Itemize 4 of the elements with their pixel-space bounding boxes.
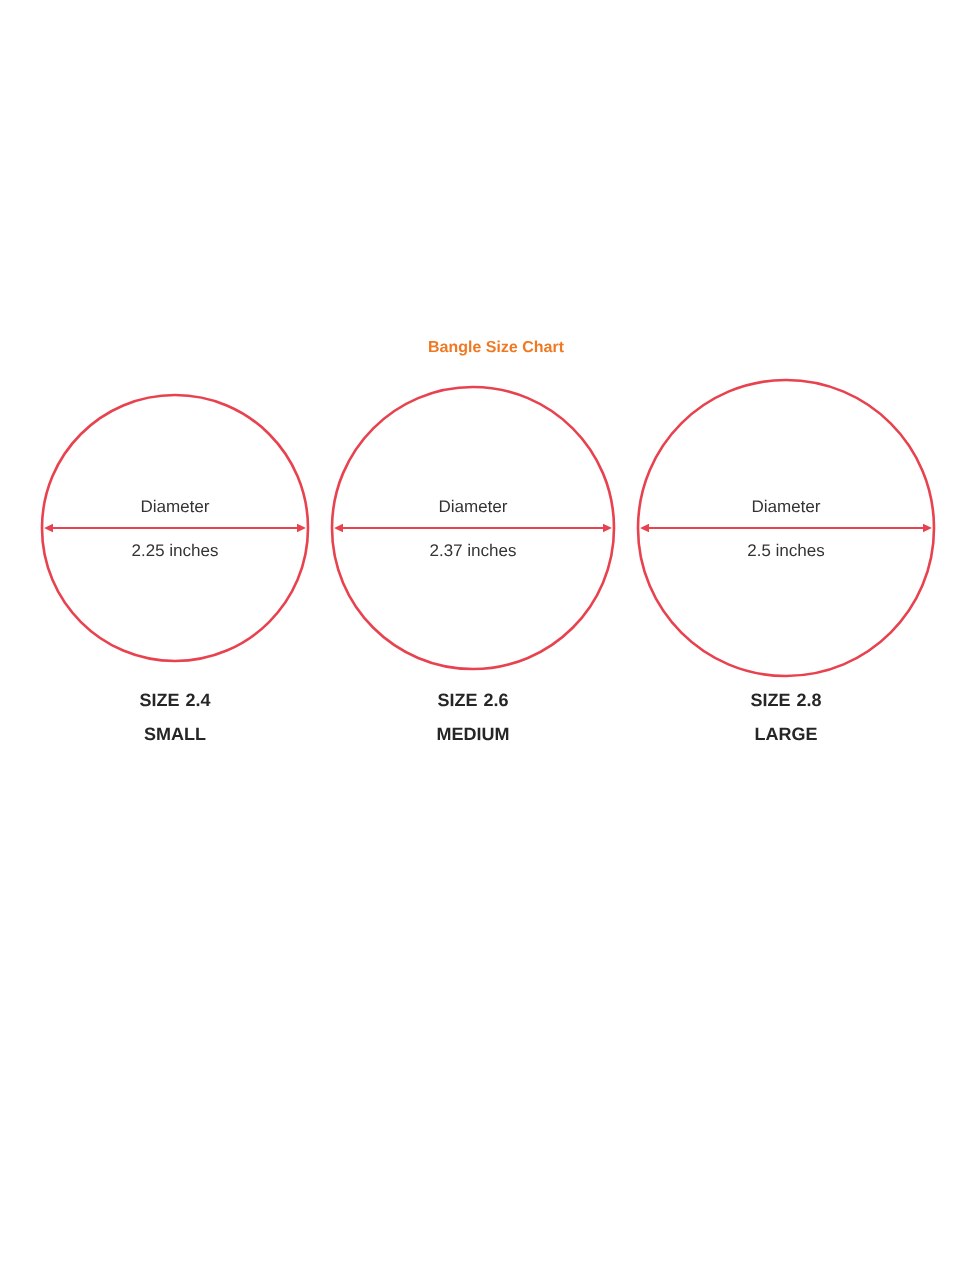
size-label: SIZE 2.8 LARGE bbox=[751, 693, 821, 741]
size-label: SIZE 2.6 MEDIUM bbox=[437, 693, 509, 741]
size-label: SIZE 2.4 SMALL bbox=[140, 693, 211, 741]
chart-title: Bangle Size Chart bbox=[429, 340, 564, 356]
